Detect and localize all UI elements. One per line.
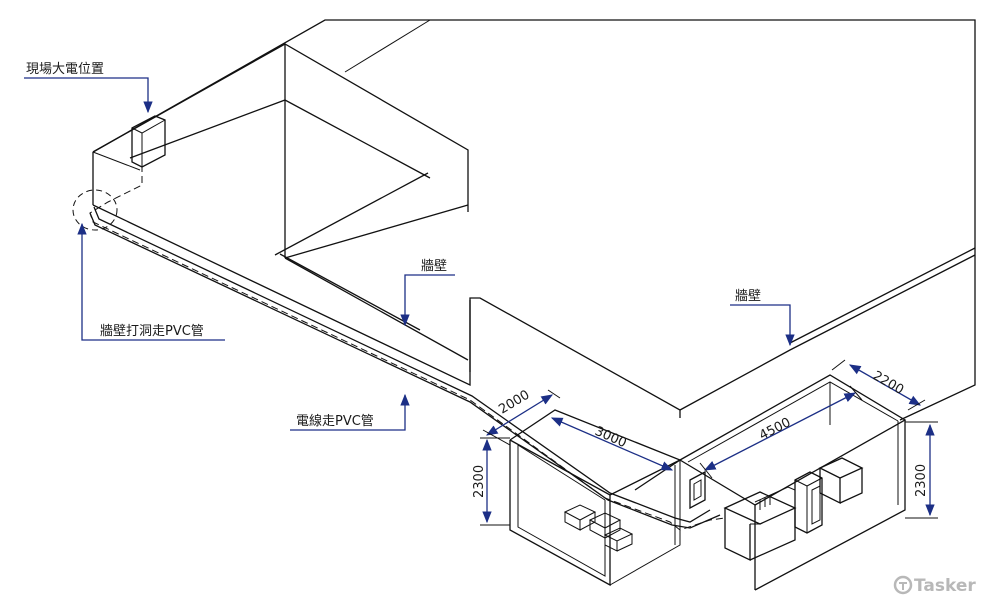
watermark-text: Tasker — [914, 576, 976, 596]
tasker-logo-icon — [893, 575, 913, 595]
building-walls — [92, 19, 976, 421]
dim-2200-text: 2200 — [870, 368, 906, 398]
dim-4500: 4500 — [699, 385, 863, 479]
container-room-right — [679, 374, 907, 591]
callout-wall-drill-text: 牆壁打洞走PVC管 — [100, 324, 204, 339]
callout-wire-pvc-text: 電線走PVC管 — [296, 413, 374, 429]
dim-2300-left: 2300 — [472, 437, 510, 526]
callout-wall-1: 牆壁 — [400, 259, 455, 327]
pvc-conduit — [89, 165, 726, 531]
callout-wall-1-text: 牆壁 — [421, 259, 447, 274]
dim-2300-right-text: 2300 — [914, 464, 929, 497]
callout-site-power: 現場大電位置 — [24, 62, 153, 114]
dim-2000-text: 2000 — [496, 388, 532, 418]
callout-wall-2: 牆壁 — [730, 289, 795, 347]
dim-2000: 2000 — [482, 388, 561, 446]
callout-wire-pvc: 電線走PVC管 — [290, 393, 410, 431]
dim-2300-left-text: 2300 — [472, 465, 487, 498]
callout-wall-2-text: 牆壁 — [735, 289, 761, 304]
dim-2300-right: 2300 — [905, 421, 938, 519]
callout-wall-drill: 牆壁打洞走PVC管 — [77, 222, 225, 341]
dim-3000: 3000 — [550, 417, 674, 471]
tasker-watermark: Tasker — [893, 575, 976, 596]
wall-hole-marker — [72, 189, 118, 231]
callout-site-power-text: 現場大電位置 — [26, 62, 104, 77]
power-box — [131, 115, 166, 168]
container-room-left — [509, 409, 682, 587]
dim-3000-text: 3000 — [592, 424, 628, 451]
dim-4500-text: 4500 — [757, 415, 793, 443]
